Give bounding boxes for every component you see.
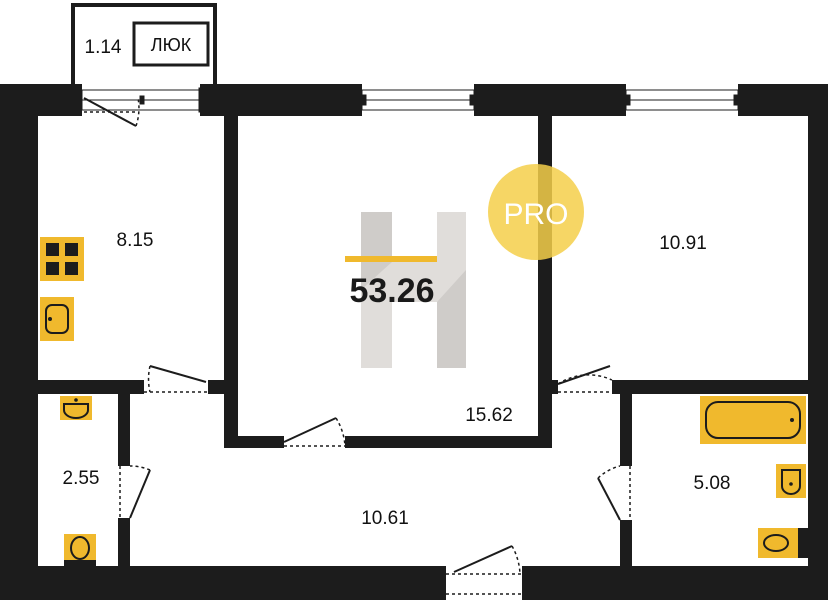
room-area-living-room: 15.62 (465, 405, 513, 426)
door-kitchen (144, 365, 208, 393)
room-area-balcony: 1.14 (85, 37, 122, 58)
room-area-hallway: 10.61 (361, 508, 409, 529)
window-living (361, 89, 475, 111)
walls (0, 84, 828, 600)
doors (83, 97, 631, 595)
pro-badge-label: PRO (503, 198, 568, 231)
room-area-bathroom: 5.08 (694, 473, 731, 494)
room-area-bedroom: 10.91 (659, 233, 707, 254)
windows (81, 87, 739, 113)
bathroom-sink-icon (776, 464, 806, 498)
door-balcony (83, 97, 140, 127)
total-area: 53.26 (349, 272, 434, 310)
bathtub-icon (700, 396, 806, 444)
balcony-outline (71, 3, 217, 86)
accent-bar (345, 256, 437, 262)
window-kitchen (81, 87, 208, 113)
stove-icon (40, 237, 84, 281)
hatch-box: ЛЮК (132, 21, 210, 67)
window-bedroom (625, 89, 739, 111)
hatch-label: ЛЮК (151, 35, 192, 55)
bathroom-toilet-icon (758, 528, 808, 558)
room-area-toilet: 2.55 (63, 468, 100, 489)
fixtures (40, 237, 808, 568)
door-bathroom (597, 465, 631, 521)
kitchen-sink-icon (40, 297, 74, 341)
door-living (283, 417, 346, 447)
toilet-sink-icon (60, 396, 92, 420)
pro-badge: PRO (488, 164, 584, 260)
toilet-bowl-icon (64, 534, 96, 568)
room-area-kitchen: 8.15 (117, 230, 154, 251)
watermark-logo (361, 212, 466, 368)
door-toilet (119, 465, 151, 519)
door-bedroom (557, 365, 613, 393)
door-entrance (446, 545, 522, 595)
